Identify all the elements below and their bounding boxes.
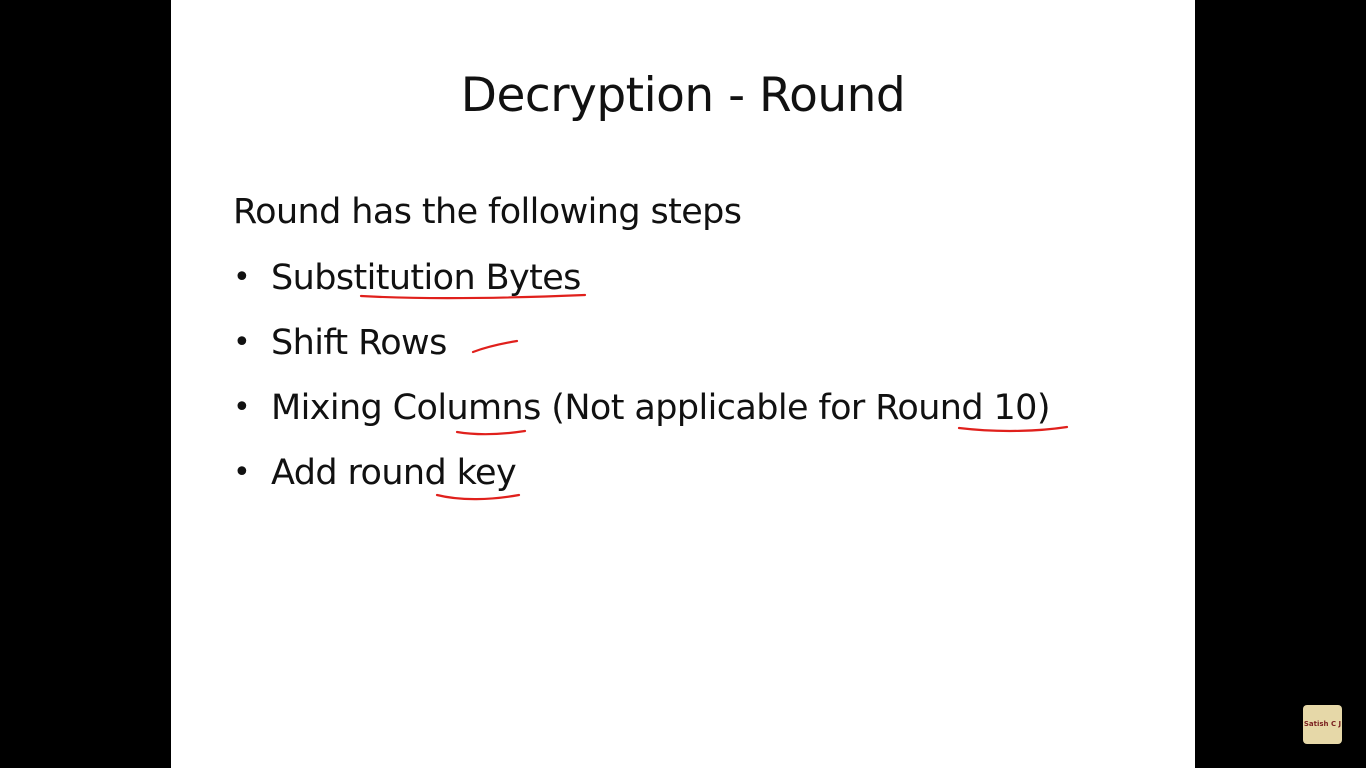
slide-intro-text: Round has the following steps <box>233 192 742 232</box>
step-add-round-key: Add round key <box>271 453 517 493</box>
bullet-dot-icon: • <box>233 260 251 295</box>
bullet-dot-icon: • <box>233 325 251 360</box>
presentation-slide: Decryption - Round Round has the followi… <box>171 0 1195 768</box>
bullet-dot-icon: • <box>233 390 251 425</box>
channel-watermark: Satish C J <box>1303 705 1342 744</box>
bullet-dot-icon: • <box>233 455 251 490</box>
slide-title: Decryption - Round <box>460 68 906 123</box>
step-shift-rows: Shift Rows <box>271 323 447 363</box>
dash-shift-rows <box>471 339 519 354</box>
step-substitution-bytes: Substitution Bytes <box>271 258 581 298</box>
step-mixing-columns: Mixing Columns (Not applicable for Round… <box>271 388 1051 428</box>
